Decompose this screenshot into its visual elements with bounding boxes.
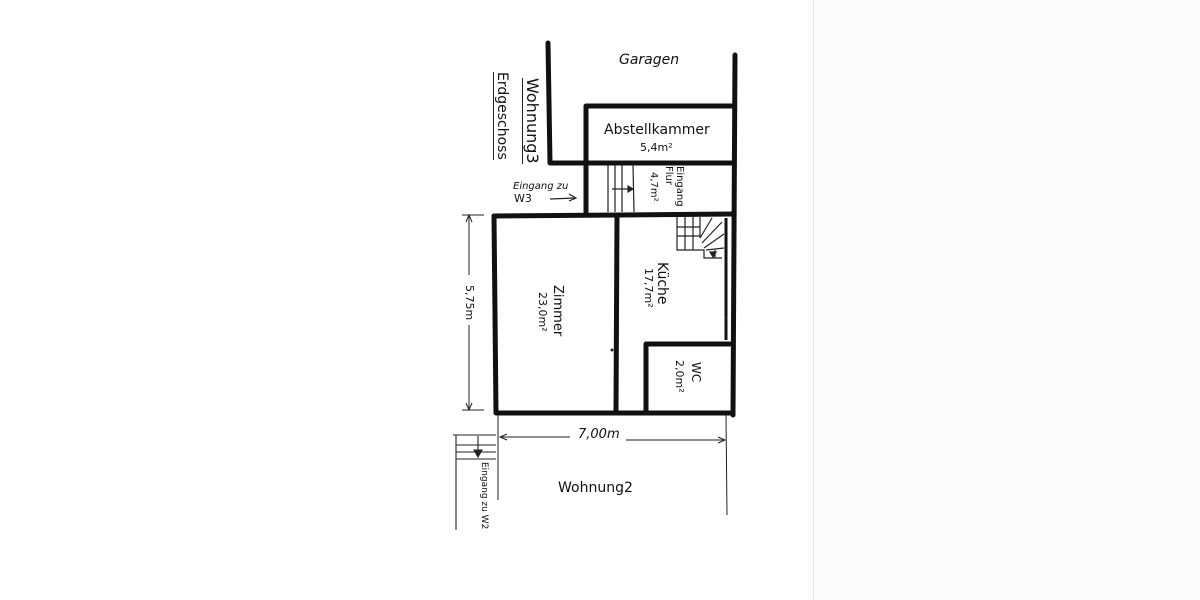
- room-flur-area: 4,7m²: [648, 172, 659, 202]
- room-kueche-name: Küche: [654, 262, 670, 305]
- dimension-width: 7,00m: [578, 427, 620, 442]
- room-kueche-area: 17,7m²: [642, 268, 655, 308]
- wall-garage-left: [545, 40, 588, 166]
- wall-main-top: [491, 211, 737, 219]
- dimension-height: 5,75m: [463, 285, 476, 321]
- room-wc-name: WC: [689, 362, 703, 383]
- label-eingang-w3-target: W3: [514, 192, 532, 205]
- wall-exterior-right: [730, 52, 738, 418]
- wall-abstellkammer-top: [583, 103, 737, 166]
- room-abstellkammer-name: Abstellkammer: [604, 122, 710, 138]
- blank-side-panel: [813, 0, 1200, 600]
- label-wohnung3: Wohnung3: [522, 78, 542, 164]
- label-erdgeschoss: Erdgeschoss: [493, 72, 510, 160]
- wall-main-left-bottom: [491, 213, 736, 416]
- room-flur-name: Eingang Flur: [663, 166, 685, 207]
- label-eingang-w3: Eingang zu: [513, 181, 569, 192]
- room-wc-area: 2,0m²: [673, 360, 686, 393]
- wall-zimmer-kueche: [613, 213, 620, 414]
- room-zimmer-name: Zimmer: [550, 285, 565, 337]
- room-zimmer-area: 23,0m²: [536, 292, 549, 332]
- label-garagen: Garagen: [619, 52, 680, 68]
- label-eingang-w2: Eingang zu W2: [479, 462, 489, 530]
- label-wohnung2: Wohnung2: [558, 480, 633, 496]
- room-abstellkammer-area: 5,4m²: [640, 141, 673, 154]
- wall-wc: [643, 341, 733, 414]
